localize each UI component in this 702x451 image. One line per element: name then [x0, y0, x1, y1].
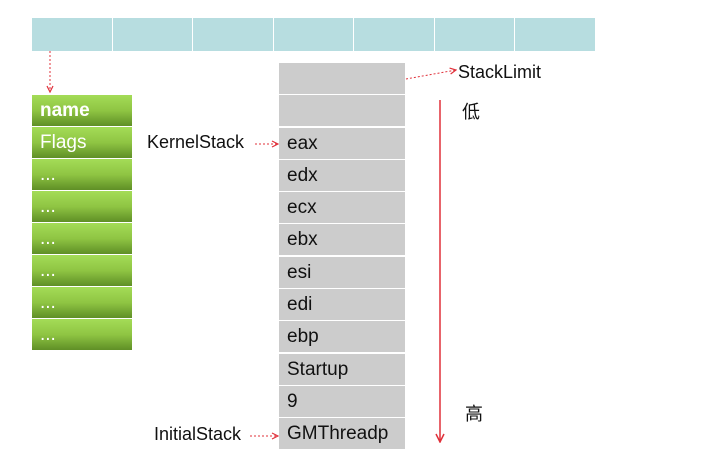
- struct-field-cell: ...: [32, 223, 132, 254]
- stack-cell: Startup: [279, 353, 405, 385]
- kernel-stack-label: KernelStack: [147, 132, 245, 152]
- top-bar-cell: [112, 18, 194, 51]
- struct-field-cell: ...: [32, 287, 132, 318]
- stack-cell: eax: [279, 127, 405, 159]
- struct-field-cell: ...: [32, 319, 132, 350]
- low-label: 低: [462, 102, 480, 123]
- stack-cell: ecx: [279, 192, 405, 224]
- top-bar-cell: [515, 18, 596, 51]
- struct-field-cell: ...: [32, 159, 132, 190]
- top-bar-cell: [354, 18, 435, 51]
- struct-field-cell: ...: [32, 191, 132, 222]
- top-bar: [32, 18, 596, 51]
- top-bar-cell: [193, 18, 274, 51]
- struct-field-cell: ...: [32, 255, 132, 286]
- stack-cell: ebp: [279, 321, 405, 353]
- initial-stack-label: InitialStack: [154, 424, 242, 444]
- stack-cell: GMThreadp: [279, 418, 405, 450]
- stack-cell: 9: [279, 385, 405, 417]
- high-label: 高: [465, 404, 483, 425]
- top-bar-cell: [32, 18, 113, 51]
- struct-field-cell: Flags: [32, 127, 132, 158]
- stack-cell: [279, 95, 405, 127]
- stack-cell: [279, 63, 405, 94]
- stack-limit-arrow: [405, 70, 456, 80]
- top-bar-cell: [434, 18, 516, 51]
- top-bar-cell: [273, 18, 355, 51]
- stack-cell: edi: [279, 289, 405, 321]
- stack-cell: esi: [279, 256, 405, 288]
- stack-cell: ebx: [279, 224, 405, 256]
- stack-limit-label: StackLimit: [458, 62, 542, 82]
- struct-field-cell: name: [32, 95, 132, 126]
- stack-cell: edx: [279, 159, 405, 191]
